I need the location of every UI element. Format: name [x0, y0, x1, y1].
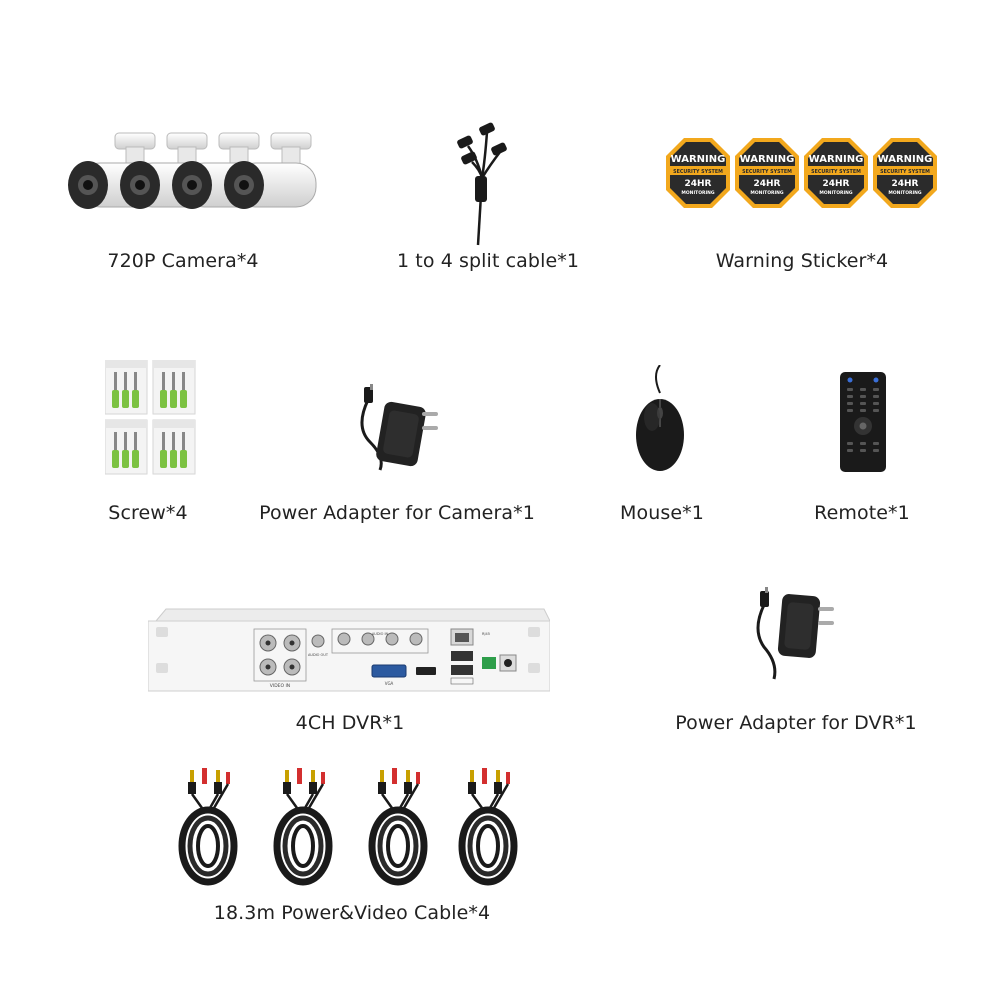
power-adapter-dvr-image [748, 585, 848, 685]
screw-label: Screw*4 [108, 502, 188, 524]
warning-sticker-image: WARNING WARNING WARNING WARNING SECURITY… [664, 138, 944, 210]
video-cable-image [172, 768, 542, 888]
camera-image [60, 125, 330, 235]
video-cable-label: 18.3m Power&Video Cable*4 [213, 902, 491, 924]
sticker-subtitle: SECURITY SYSTEM [811, 169, 861, 175]
sticker-hours: 24HR [685, 179, 712, 189]
sticker-title: WARNING [878, 154, 933, 165]
sticker-monitoring: MONITORING [888, 190, 922, 196]
split-cable-label: 1 to 4 split cable*1 [396, 250, 580, 272]
sticker-monitoring: MONITORING [819, 190, 853, 196]
remote-image [838, 370, 888, 474]
sticker-title: WARNING [809, 154, 864, 165]
sticker-subtitle: SECURITY SYSTEM [880, 169, 930, 175]
split-cable-image [440, 120, 530, 250]
remote-label: Remote*1 [814, 502, 910, 524]
warning-sticker-label: Warning Sticker*4 [715, 250, 889, 272]
power-adapter-camera-label: Power Adapter for Camera*1 [259, 502, 535, 524]
sticker-subtitle: SECURITY SYSTEM [742, 169, 792, 175]
sticker-title: WARNING [740, 154, 795, 165]
sticker-monitoring: MONITORING [681, 190, 715, 196]
rj45-text: RJ45 [482, 632, 490, 636]
audio-out-text: AUDIO OUT [308, 653, 329, 657]
audio-in-text: AUDIO IN [372, 632, 389, 636]
vga-text: VGA [385, 681, 394, 686]
sticker-hours: 24HR [823, 179, 850, 189]
dvr-image: VIDEO IN AUDIO OUT AUDIO IN VGA RJ45 [148, 605, 550, 693]
screw-image [105, 360, 200, 475]
sticker-hours: 24HR [892, 179, 919, 189]
video-in-text: VIDEO IN [270, 683, 290, 689]
camera-label: 720P Camera*4 [107, 250, 259, 272]
sticker-hours: 24HR [754, 179, 781, 189]
sticker-title: WARNING [671, 154, 726, 165]
dvr-label: 4CH DVR*1 [295, 712, 405, 734]
mouse-label: Mouse*1 [620, 502, 704, 524]
power-adapter-camera-image [350, 382, 450, 482]
mouse-image [632, 365, 692, 475]
power-adapter-dvr-label: Power Adapter for DVR*1 [675, 712, 917, 734]
sticker-monitoring: MONITORING [750, 190, 784, 196]
sticker-subtitle: SECURITY SYSTEM [673, 169, 723, 175]
